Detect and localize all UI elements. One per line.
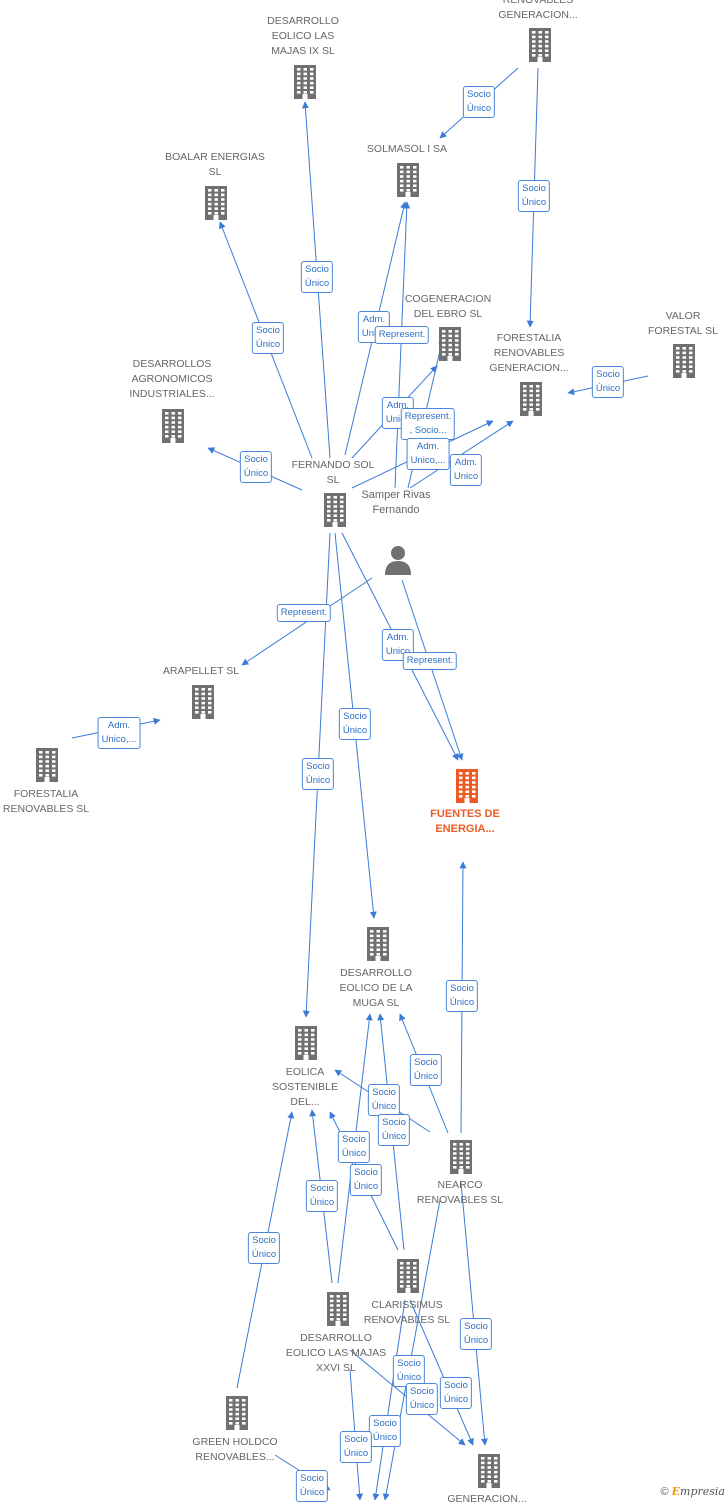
node-label-majas-xxvi[interactable]: DESARROLLO EOLICO LAS MAJAS XXVI SL — [285, 1332, 387, 1374]
building-icon[interactable] — [190, 685, 216, 724]
person-icon[interactable] — [384, 545, 412, 580]
building-icon[interactable] — [365, 927, 391, 966]
node-label-cogeneracion[interactable]: COGENERACION DEL EBRO SL — [404, 293, 492, 320]
node-label-samper[interactable]: Samper Rivas Fernando — [361, 489, 431, 516]
edge-nearco-to-generacion_bottom — [460, 1181, 488, 1446]
node-label-clarissimus[interactable]: CLARISSIMUS RENOVABLES SL — [363, 1299, 451, 1326]
building-icon[interactable] — [322, 493, 348, 532]
edge-label-represent[interactable]: Represent. — [374, 326, 430, 344]
node-label-fuentes[interactable]: FUENTES DE ENERGIA... — [430, 808, 500, 835]
node-label-green-holdco[interactable]: GREEN HOLDCO RENOVABLES... — [192, 1436, 278, 1463]
building-icon[interactable] — [671, 344, 697, 383]
edge-label-adm-unico[interactable]: Adm.Unico,... — [406, 438, 450, 470]
copyright-symbol: © — [660, 1486, 669, 1498]
node-label-arapellet[interactable]: ARAPELLET SL — [162, 665, 240, 677]
building-icon[interactable] — [527, 28, 553, 67]
building-icon[interactable] — [292, 65, 318, 104]
building-icon[interactable] — [437, 327, 463, 366]
building-icon[interactable] — [448, 1140, 474, 1179]
brand-name: mpresia — [680, 1485, 725, 1498]
node-label-eolica-sost[interactable]: EOLICA SOSTENIBLE DEL... — [272, 1066, 338, 1108]
building-icon[interactable] — [34, 748, 60, 787]
edge-samper-to-fuentes — [401, 579, 464, 761]
edge-label-represent[interactable]: Represent. — [276, 604, 332, 622]
edge-label-represent[interactable]: Represent. — [402, 652, 458, 670]
building-icon[interactable] — [325, 1292, 351, 1331]
node-label-boalar[interactable]: BOALAR ENERGIAS SL — [165, 151, 265, 178]
node-label-solmasol[interactable]: SOLMASOL I SA — [366, 143, 448, 155]
building-icon[interactable] — [203, 186, 229, 225]
building-icon[interactable] — [160, 409, 186, 448]
edge-label-represent-socio[interactable]: Represent., Socio... — [400, 408, 456, 440]
node-label-renov-gen-top[interactable]: RENOVABLES GENERACION... — [498, 0, 578, 21]
edge-clarissimus-to-generacion_bottom — [409, 1299, 474, 1446]
building-icon[interactable] — [454, 769, 480, 808]
building-icon[interactable] — [293, 1026, 319, 1065]
edge-label-adm-unico[interactable]: Adm.Unico,... — [97, 717, 141, 749]
building-icon[interactable] — [476, 1454, 502, 1493]
node-label-nearco[interactable]: NEARCO RENOVABLES SL — [416, 1179, 504, 1206]
node-label-forestalia-sl[interactable]: FORESTALIA RENOVABLES SL — [2, 788, 90, 815]
node-label-majas-ix[interactable]: DESARROLLO EOLICO LAS MAJAS IX SL — [267, 15, 339, 57]
edge-label-adm-unico[interactable]: Adm.Unico — [449, 454, 483, 486]
edge-nearco-to-generacion_bottom — [382, 1199, 441, 1500]
edge-samper-to-solmasol — [394, 201, 411, 489]
building-icon[interactable] — [395, 1259, 421, 1298]
node-label-muga[interactable]: DESARROLLO EOLICO DE LA MUGA SL — [339, 967, 413, 1009]
building-icon[interactable] — [518, 382, 544, 421]
node-label-forestalia-gen[interactable]: FORESTALIA RENOVABLES GENERACION... — [489, 332, 569, 374]
node-label-valor-forestal[interactable]: VALOR FORESTAL SL — [647, 310, 719, 337]
node-label-agronomicos[interactable]: DESARROLLOS AGRONOMICOS INDUSTRIALES... — [129, 358, 215, 400]
building-icon[interactable] — [224, 1396, 250, 1435]
brand-initial: E — [671, 1485, 681, 1498]
node-label-fernando-sol[interactable]: FERNANDO SOL SL — [291, 459, 375, 486]
empresia-brand[interactable]: © Empresia — [660, 1485, 725, 1498]
building-icon[interactable] — [395, 163, 421, 202]
edge-clarissimus-to-generacion_bottom — [372, 1299, 406, 1500]
